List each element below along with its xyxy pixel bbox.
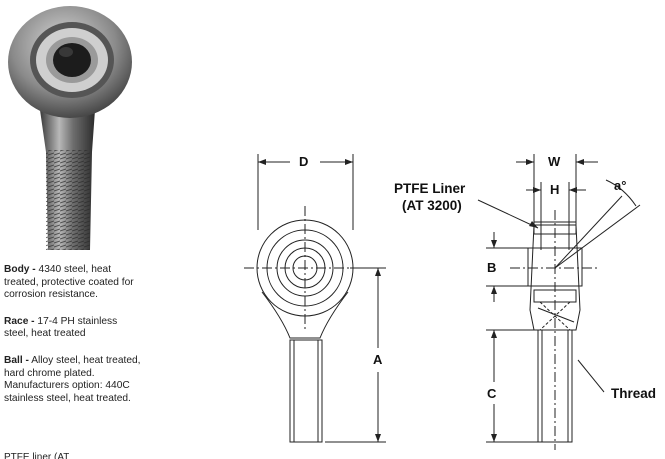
thread-label: Thread <box>611 386 656 401</box>
dim-c-label: C <box>487 386 497 401</box>
dim-d-label: D <box>299 154 308 169</box>
spec-list: Body - 4340 steel, heat treated, protect… <box>4 264 144 419</box>
side-shank <box>537 329 573 443</box>
rod-end-photo <box>8 6 132 250</box>
spec-ball: Ball - Alloy steel, heat treated, hard c… <box>4 354 141 404</box>
dim-angle-label: a° <box>614 178 626 193</box>
dim-w-label: W <box>548 154 561 169</box>
ptfe-liner-spec: (AT 3200) <box>402 198 462 213</box>
front-shank <box>289 339 323 443</box>
technical-drawing: D A W H B C a° PTFE Liner (AT 3200) Thre… <box>244 154 656 450</box>
spec-body: Body - 4340 steel, heat treated, protect… <box>4 264 134 301</box>
dim-a-label: A <box>373 352 383 367</box>
dim-h-label: H <box>550 182 559 197</box>
spec-cutoff-text: PTFE liner (AT <box>4 452 70 459</box>
dim-b-label: B <box>487 260 496 275</box>
spec-race: Race - 17-4 PH stainless steel, heat tre… <box>4 315 118 340</box>
ptfe-liner-label: PTFE Liner <box>394 181 466 196</box>
